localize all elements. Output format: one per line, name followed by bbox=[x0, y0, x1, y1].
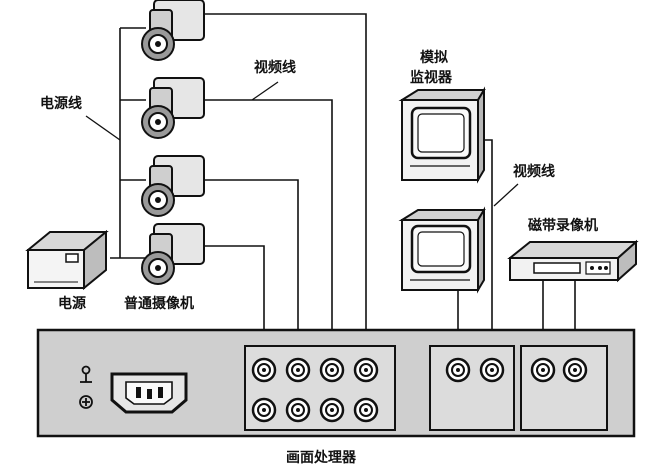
vcr-output-group bbox=[520, 345, 608, 431]
video-cable-leader-right bbox=[493, 183, 519, 207]
bnc-connector bbox=[562, 357, 588, 383]
bnc-connector bbox=[445, 357, 471, 383]
power-switch-symbol bbox=[80, 365, 92, 383]
power-socket bbox=[110, 372, 188, 414]
video-cable-label-right: 视频线 bbox=[513, 164, 555, 180]
bnc-connector bbox=[319, 397, 345, 423]
power-cable-bus bbox=[110, 27, 146, 259]
camera-4 bbox=[141, 223, 205, 285]
camera-3 bbox=[141, 155, 205, 217]
monitor-title-line1: 模拟 bbox=[420, 50, 448, 66]
monitor-title-line2: 监视器 bbox=[410, 70, 452, 86]
power-cable-label: 电源线 bbox=[40, 96, 82, 112]
vcr bbox=[507, 239, 639, 283]
bnc-connector bbox=[251, 397, 277, 423]
bnc-connector bbox=[353, 397, 379, 423]
bnc-connector bbox=[285, 397, 311, 423]
camera-video-cables bbox=[205, 13, 367, 344]
monitor-1 bbox=[398, 86, 486, 184]
monitor-2 bbox=[398, 206, 486, 294]
bnc-connector bbox=[285, 357, 311, 383]
processor-label: 画面处理器 bbox=[286, 450, 356, 466]
camera-1 bbox=[141, 0, 205, 61]
camera-label: 普通摄像机 bbox=[124, 296, 194, 312]
ground-symbol bbox=[79, 395, 93, 409]
power-supply bbox=[25, 229, 109, 291]
bnc-connector bbox=[479, 357, 505, 383]
bnc-connector bbox=[353, 357, 379, 383]
bnc-connector bbox=[319, 357, 345, 383]
power-cable-leader bbox=[85, 115, 121, 141]
power-supply-label: 电源 bbox=[58, 296, 86, 312]
bnc-connector bbox=[530, 357, 556, 383]
monitor-output-group bbox=[429, 345, 515, 431]
video-cable-leader-top bbox=[251, 81, 279, 101]
bnc-connector bbox=[251, 357, 277, 383]
vcr-label: 磁带录像机 bbox=[528, 218, 598, 234]
camera-2 bbox=[141, 77, 205, 139]
video-cable-label-top: 视频线 bbox=[254, 60, 296, 76]
